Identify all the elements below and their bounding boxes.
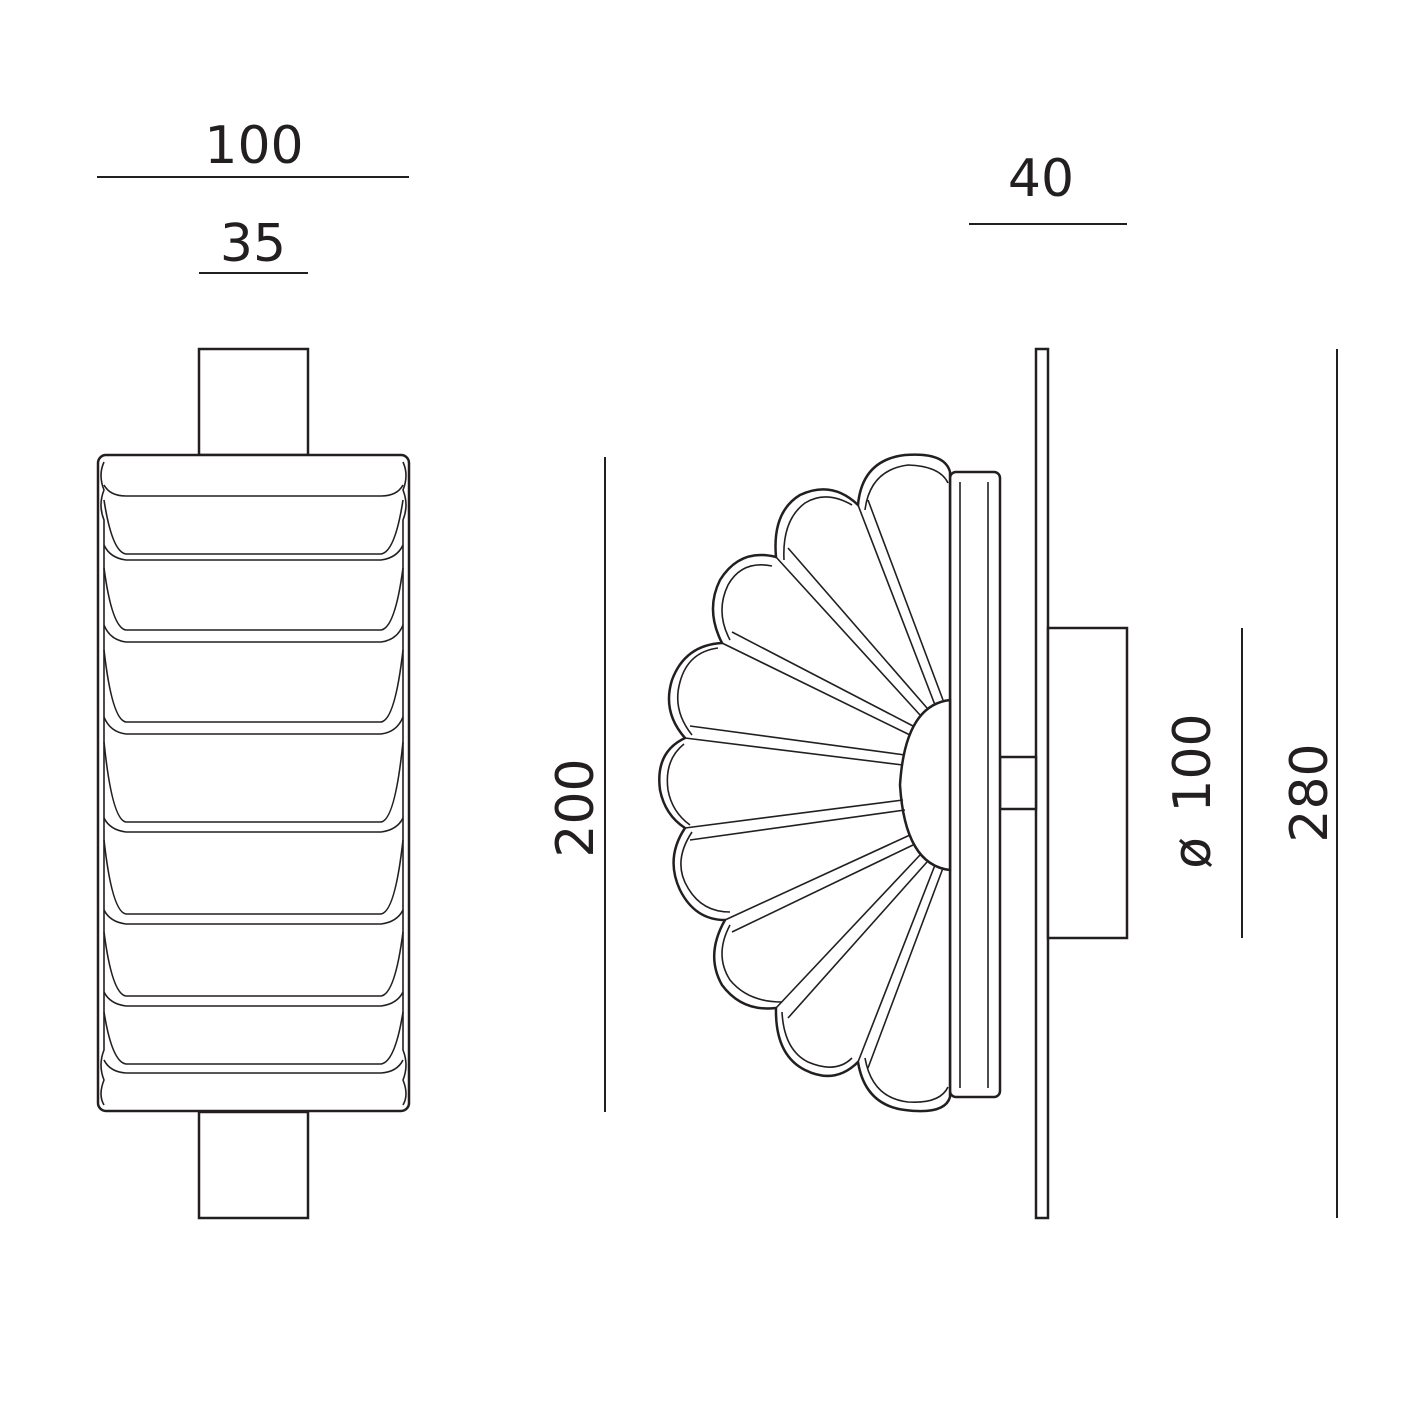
shade-ribs — [684, 472, 951, 1097]
dimension-base-diameter-group: ø 100 — [1163, 713, 1223, 869]
diameter-symbol: ø — [1163, 837, 1223, 869]
rib — [775, 854, 921, 1009]
lamp-body-left-edge — [100, 461, 105, 1106]
mount-block-top — [197, 347, 310, 457]
rib — [857, 504, 936, 706]
rib — [684, 799, 904, 829]
rib-line — [103, 1059, 404, 1074]
dimension-width-mount: 35 — [220, 214, 286, 274]
rib-line — [103, 567, 404, 631]
rib — [731, 631, 914, 727]
lamp-body — [96, 453, 411, 1113]
rib-line — [103, 909, 404, 925]
shell-shade — [658, 453, 1002, 1113]
rib — [689, 725, 906, 756]
dimension-shade-height: 200 — [546, 758, 606, 857]
rib-line — [103, 649, 404, 723]
lamp-ribs — [103, 484, 404, 1074]
rib-line — [103, 741, 404, 823]
wall-plate — [1034, 347, 1050, 1220]
rib — [867, 867, 944, 1069]
dimension-depth: 40 — [1008, 149, 1074, 209]
canopy-block — [1046, 626, 1129, 940]
shade-back-rim — [948, 470, 1002, 1099]
rib — [731, 844, 914, 933]
rib-line — [103, 624, 404, 643]
front-view: 100 35 — [96, 116, 411, 1220]
dimension-width-total: 100 — [204, 116, 303, 176]
rib-line — [103, 931, 404, 997]
lamp-body-right-edge — [402, 461, 407, 1106]
rib-line — [103, 716, 404, 735]
rib — [689, 809, 906, 841]
rib-line — [103, 991, 404, 1007]
shade-inner-scallop — [666, 464, 949, 1104]
rib — [775, 556, 921, 716]
rib — [857, 864, 936, 1063]
rib-line — [103, 1011, 404, 1065]
arm — [998, 755, 1038, 811]
rib — [787, 547, 928, 709]
rib-line — [103, 499, 404, 555]
rib — [787, 861, 928, 1019]
dimension-base-diameter: 100 — [1163, 713, 1223, 812]
dimension-plate-height: 280 — [1280, 743, 1340, 842]
side-view: 40 200 ø 100 280 — [546, 149, 1340, 1220]
rib — [684, 737, 904, 766]
shade-scalloped-outline — [658, 453, 952, 1113]
rib — [724, 834, 911, 921]
rib — [867, 499, 944, 701]
mount-block-bottom — [197, 1110, 310, 1220]
rib-line — [103, 484, 404, 497]
rib-line — [103, 839, 404, 915]
rib-line — [103, 817, 404, 833]
rib-line — [103, 544, 404, 561]
shade-hub — [898, 698, 952, 872]
rib — [721, 642, 911, 736]
